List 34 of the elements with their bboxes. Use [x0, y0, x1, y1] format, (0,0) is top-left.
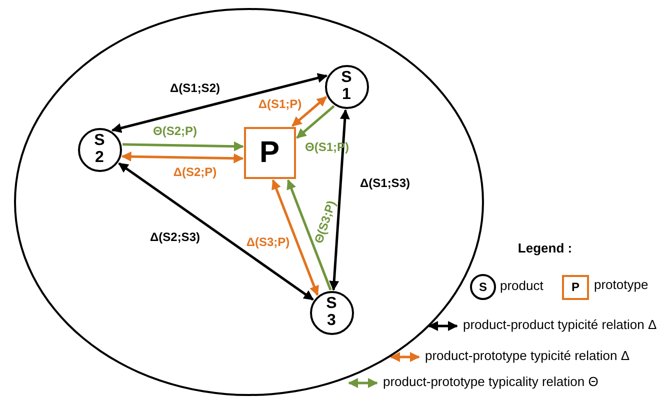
legend-text: prototype — [594, 277, 648, 292]
edge-label: Δ(S1;S2) — [170, 81, 220, 95]
edge-label: Δ(S1;P) — [258, 97, 302, 111]
product-circle — [324, 64, 368, 108]
product-circle — [78, 128, 122, 172]
legend-text: product-product typicité relation Δ — [463, 317, 657, 332]
edge-label: Δ(S2;S3) — [150, 230, 200, 244]
prototype-square — [562, 275, 589, 300]
edge-label: Δ(S2;P) — [173, 165, 217, 179]
arrow — [272, 179, 319, 296]
node-label: S 3 — [325, 296, 338, 330]
arrow — [329, 109, 350, 291]
arrow — [118, 162, 314, 301]
legend-text: product — [500, 278, 544, 293]
edge-label: Δ(S1;S3) — [360, 176, 410, 190]
arrow — [292, 96, 328, 127]
node-label: P — [571, 281, 580, 294]
arrow — [111, 73, 328, 133]
arrow — [122, 141, 244, 152]
edge-label: Δ(S3;P) — [246, 235, 290, 249]
arrow — [286, 179, 332, 290]
legend-text: product-prototype typicité relation Δ — [425, 348, 630, 363]
node-label: P — [259, 136, 280, 168]
node-label: S — [478, 280, 487, 294]
node-label: S 2 — [93, 132, 106, 166]
product-circle — [470, 274, 496, 300]
edge-label: Θ(S2;P) — [153, 124, 197, 138]
prototype-square — [244, 126, 296, 178]
arrow — [296, 105, 335, 139]
arrow — [121, 152, 244, 164]
legend-text: product-prototype typicality relation Θ — [383, 374, 598, 389]
node-label: S 1 — [340, 70, 353, 104]
product-circle — [310, 290, 354, 334]
legend-title: Legend : — [518, 240, 572, 256]
